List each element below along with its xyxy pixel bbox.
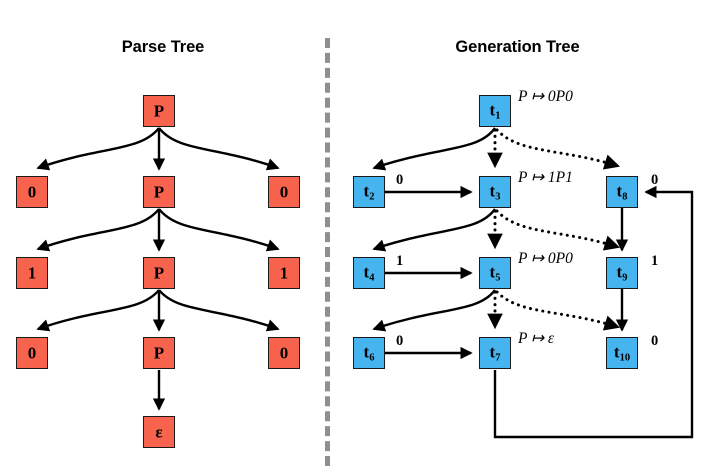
production-rule-t3: P ↦ 1P1 [518, 169, 573, 186]
generation-node-t5: t5 [479, 257, 511, 289]
node-label: P [153, 182, 165, 201]
gen-dotted-t5-t10 [495, 290, 621, 331]
parse-node-0-r3-left: 0 [16, 337, 48, 369]
node-label: P [153, 101, 165, 120]
generation-node-t6: t6 [353, 337, 385, 369]
parse-edge-root-left [36, 127, 160, 171]
gen-edge-feedback-loop [493, 185, 694, 439]
gen-edge-t3-t4 [372, 208, 496, 252]
edge-label-t2-t3: 0 [396, 172, 404, 188]
parse-edge-r2-right [158, 289, 280, 332]
node-label: 0 [279, 343, 289, 362]
gen-edge-t1-t2 [372, 127, 496, 171]
generation-node-t8: t8 [606, 176, 638, 208]
parse-edge-r1-right [158, 208, 280, 252]
parse-node-p-r2-center: P [143, 257, 175, 289]
parse-node-0-r1-left: 0 [16, 176, 48, 208]
edge-label-t8: 0 [651, 172, 659, 188]
node-label: t10 [613, 342, 631, 364]
vertical-dashed-divider-icon [325, 38, 330, 466]
generation-node-t9: t9 [606, 257, 638, 289]
gen-edge-t5-t6 [372, 289, 496, 332]
gen-dotted-t1-t8 [495, 128, 621, 170]
node-label: 0 [27, 343, 37, 362]
node-label: t5 [489, 262, 501, 284]
parse-edge-r1-left [36, 208, 160, 252]
node-label: 0 [279, 182, 289, 201]
production-rule-t1: P ↦ 0P0 [518, 88, 573, 105]
node-label: P [153, 263, 165, 282]
generation-node-t3: t3 [479, 176, 511, 208]
parse-tree-title: Parse Tree [121, 38, 205, 56]
parse-node-p-r1-center: P [143, 176, 175, 208]
generation-dotted-edges [487, 128, 621, 331]
edge-label-t9: 1 [651, 253, 659, 269]
generation-node-t4: t4 [353, 257, 385, 289]
parse-edge-root-right [158, 127, 280, 171]
parse-edge-r2-left [36, 289, 160, 332]
parse-node-0-r3-right: 0 [268, 337, 300, 369]
generation-node-t7: t7 [479, 337, 511, 369]
node-label: P [153, 343, 165, 362]
parse-node-0-r1-right: 0 [268, 176, 300, 208]
parse-node-1-r2-left: 1 [16, 257, 48, 289]
edge-label-t6-t7: 0 [396, 333, 404, 349]
node-label: t6 [363, 342, 375, 364]
parse-node-p-root: P [143, 95, 175, 127]
generation-tree-title: Generation Tree [455, 38, 580, 56]
generation-node-t2: t2 [353, 176, 385, 208]
parse-node-p-r3-center: P [143, 337, 175, 369]
production-rule-t7: P ↦ ε [518, 330, 555, 347]
parse-node-1-r2-right: 1 [268, 257, 300, 289]
generation-node-t10: t10 [606, 337, 638, 369]
edge-label-t10: 0 [651, 333, 659, 349]
node-label: t3 [489, 181, 501, 203]
generation-node-t1: t1 [479, 95, 511, 127]
node-label: t1 [489, 100, 501, 122]
node-label: ε [155, 422, 163, 441]
node-label: t9 [616, 262, 628, 284]
node-label: t8 [616, 181, 628, 203]
node-label: 0 [27, 182, 37, 201]
node-label: 1 [279, 263, 289, 282]
parse-node-epsilon: ε [143, 416, 175, 448]
production-rule-t5: P ↦ 0P0 [518, 250, 573, 267]
node-label: t4 [363, 262, 375, 284]
node-label: 1 [27, 263, 37, 282]
node-label: t2 [363, 181, 375, 203]
gen-dotted-t3-t9 [495, 209, 621, 251]
edge-label-t4-t5: 1 [396, 253, 404, 269]
node-label: t7 [489, 342, 501, 364]
